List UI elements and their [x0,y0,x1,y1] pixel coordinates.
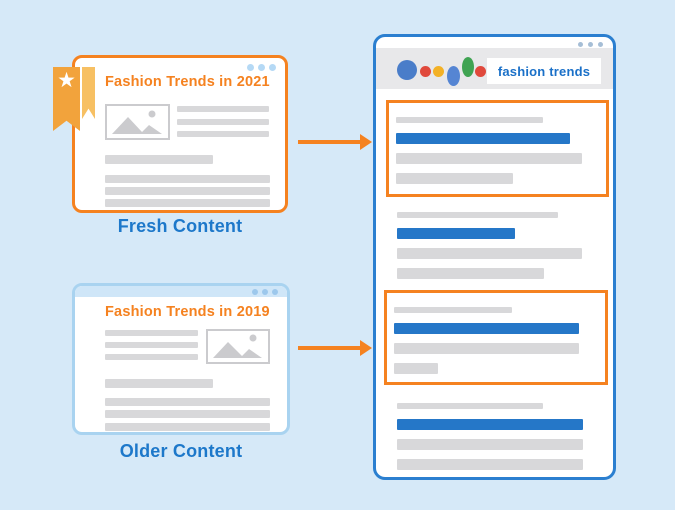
text-line-placeholder [105,423,270,431]
fresh-content-label: Fresh Content [117,216,243,236]
result-text-bar [397,268,544,279]
text-line-placeholder [105,199,270,207]
text-line-placeholder [105,175,270,183]
bookmark-ribbon-tail-icon [82,67,95,119]
window-dot [598,42,603,47]
logo-dot [447,66,460,86]
window-dot [258,64,265,71]
text-line-placeholder [105,330,198,336]
text-line-placeholder [177,119,269,125]
result-text-bar [397,439,583,450]
text-line-placeholder [177,131,269,137]
bookmark-ribbon-icon: ★ [53,67,80,131]
result-url-bar [396,117,543,123]
logo-dot [397,60,417,80]
result-title-bar [397,419,583,430]
result-text-bar [397,248,582,259]
subheading-placeholder [105,155,213,164]
text-line-placeholder [105,354,198,360]
text-line-placeholder [177,106,269,112]
result-title-bar [396,133,570,144]
older-content-window: Fashion Trends in 2019 [72,283,290,435]
arrow-shaft [298,140,360,144]
text-line-placeholder [105,187,270,195]
text-line-placeholder [105,398,270,406]
text-line-placeholder [105,410,270,418]
window-dot [247,64,254,71]
search-engine-logo [397,48,489,89]
logo-dot [433,66,444,77]
result-title-bar [397,228,515,239]
window-dot [252,289,258,295]
logo-dot [475,66,486,77]
result-text-bar [394,363,438,374]
window-dot [272,289,278,295]
fresh-to-result-arrow-icon [298,134,372,150]
result-text-bar [397,459,583,470]
fresh-content-window: Fashion Trends in 2021 [72,55,288,213]
fresh-article-title: Fashion Trends in 2021 [105,74,270,90]
window-dots-icon [247,64,276,71]
window-titlebar [75,286,287,297]
arrow-shaft [298,346,360,350]
window-dot [269,64,276,71]
window-dots-icon [578,42,603,47]
result-text-bar [396,153,582,164]
search-results-window: fashion trends [373,34,616,480]
search-input: fashion trends [487,58,601,84]
arrow-head [360,340,372,356]
result-url-bar [397,212,558,218]
result-text-bar [394,343,579,354]
image-placeholder-icon [105,104,170,140]
arrow-head [360,134,372,150]
search-result-3 [384,290,608,385]
older-content-label: Older Content [119,441,243,461]
window-dots-icon [252,289,278,295]
older-article-title: Fashion Trends in 2019 [105,304,270,320]
result-url-bar [394,307,512,313]
logo-dot [420,66,431,77]
search-query-text: fashion trends [497,63,591,79]
star-icon: ★ [57,69,76,92]
search-result-4 [397,403,583,470]
search-header-bar: fashion trends [376,48,613,89]
older-to-result-arrow-icon [298,340,372,356]
result-title-bar [394,323,579,334]
result-url-bar [397,403,543,409]
image-placeholder-icon [206,329,270,364]
window-dot [262,289,268,295]
window-dot [588,42,593,47]
window-dot [578,42,583,47]
subheading-placeholder [105,379,213,388]
result-text-bar [396,173,513,184]
logo-dot [462,57,474,77]
search-result-2 [397,212,582,279]
search-result-1 [386,100,609,197]
text-line-placeholder [105,342,198,348]
